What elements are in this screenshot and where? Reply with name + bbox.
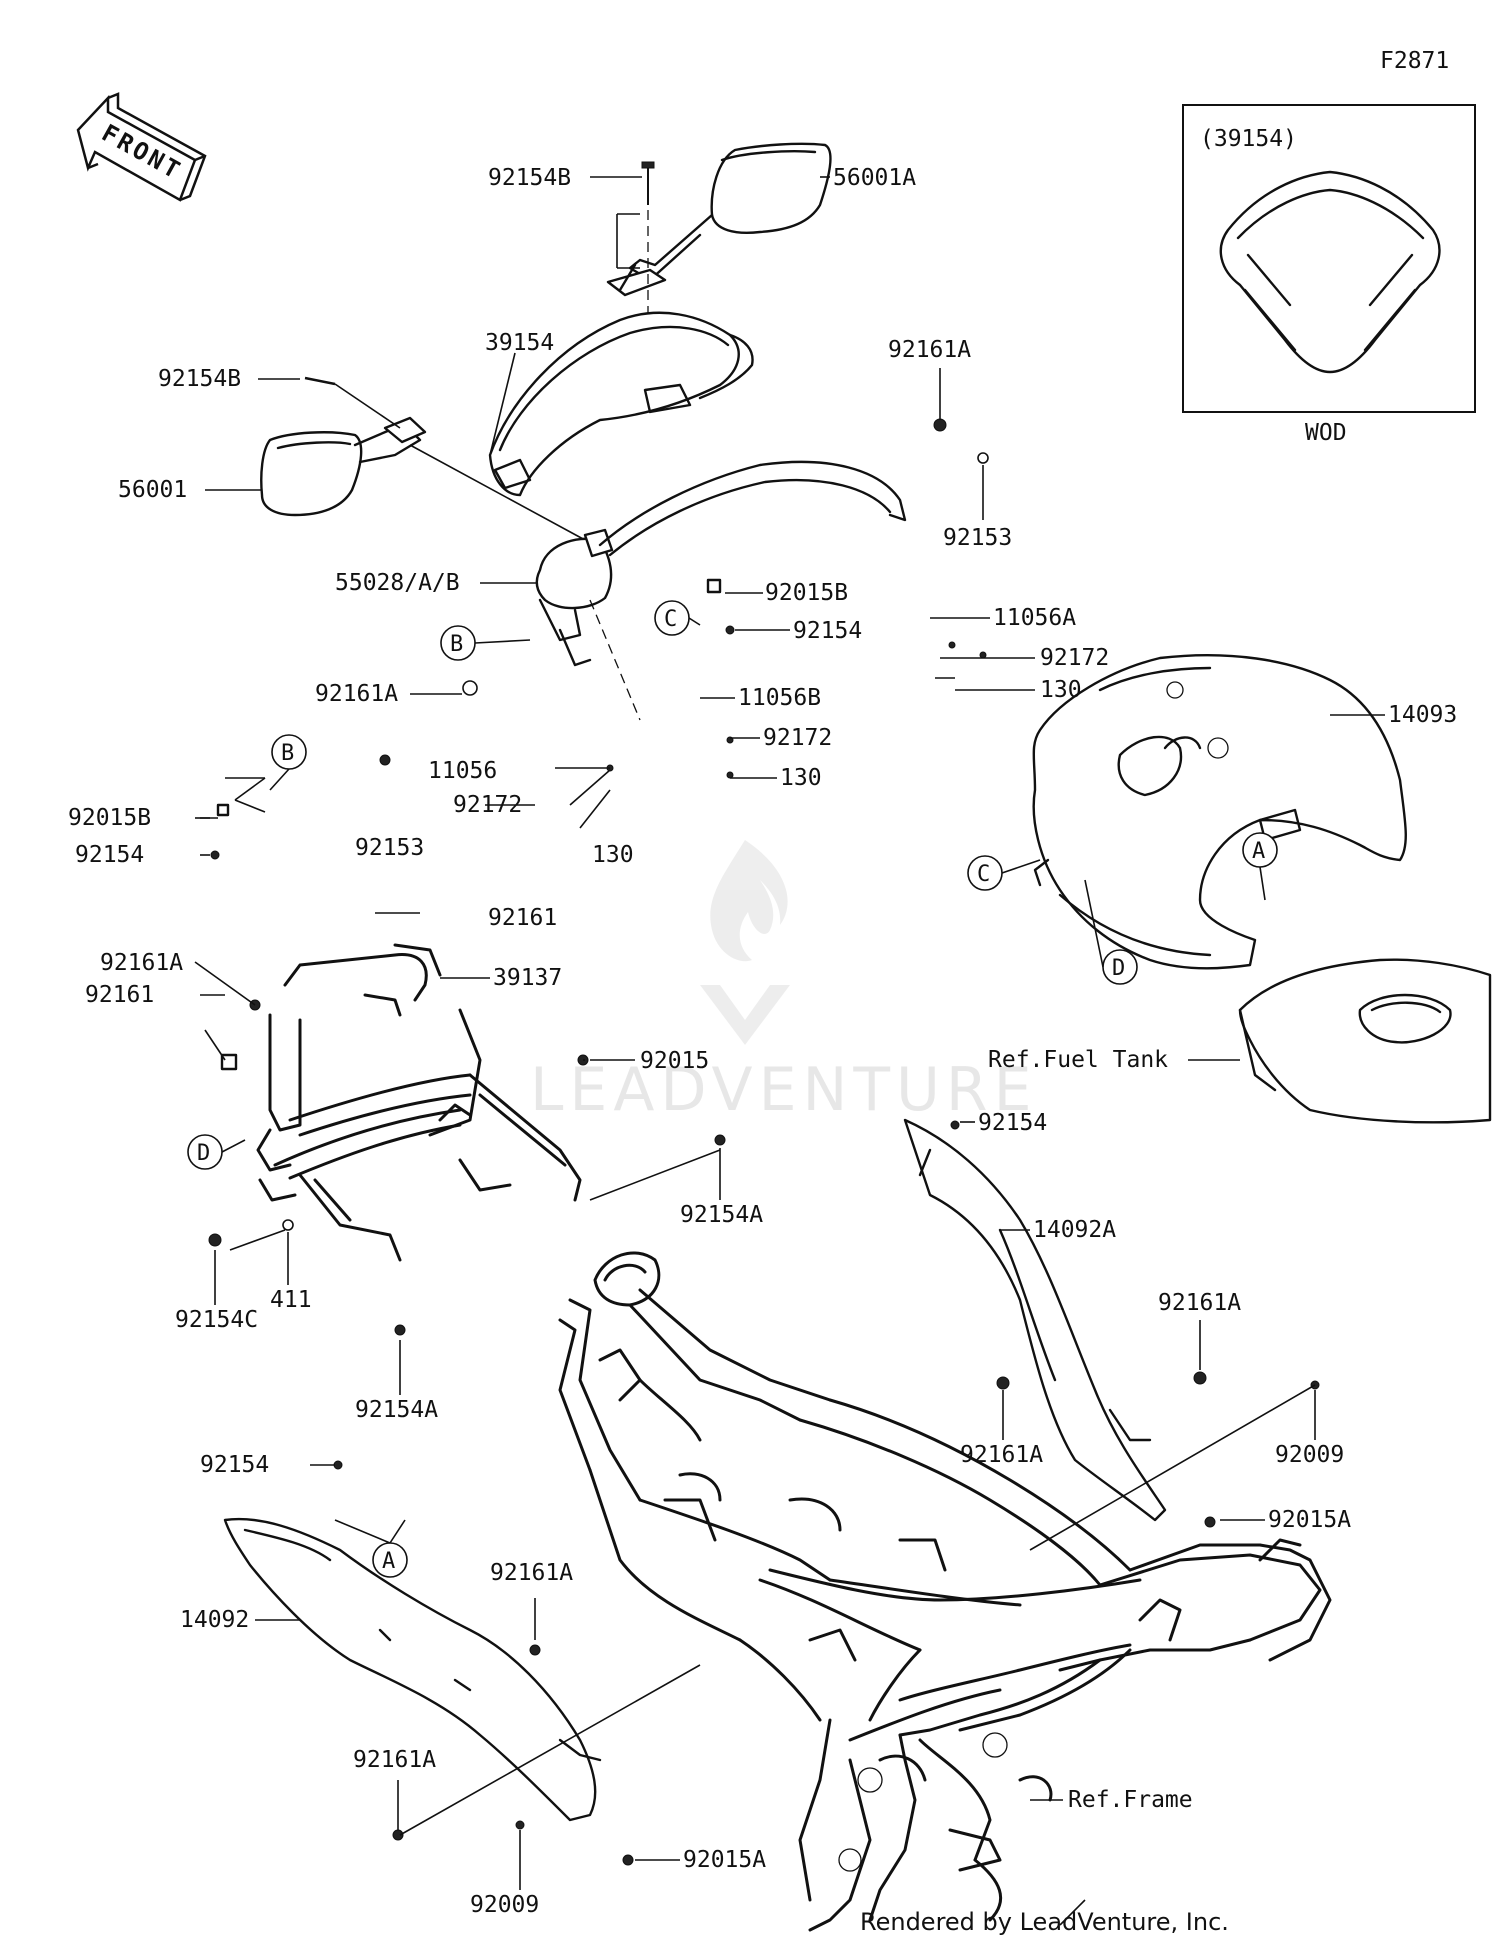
callout-d-2: D — [187, 1134, 223, 1170]
label-39137: 39137 — [493, 965, 562, 991]
svg-text:C: C — [664, 607, 677, 632]
callout-b-2: B — [271, 734, 307, 770]
svg-text:B: B — [281, 741, 294, 766]
label-92172-a: 92172 — [1040, 645, 1109, 671]
svg-text:B: B — [450, 632, 463, 657]
main-frame — [558, 1251, 1332, 1932]
diagram-id: F2871 — [1380, 48, 1449, 74]
fuel-tank-ref — [1238, 958, 1492, 1124]
label-92172-c: 92172 — [453, 792, 522, 818]
label-11056B: 11056B — [738, 685, 821, 711]
label-92009-right: 92009 — [1275, 1442, 1344, 1468]
panel-14092A — [903, 1118, 1167, 1522]
mirror-56001A — [606, 142, 832, 297]
bolt-92154B-top — [641, 161, 655, 205]
callout-c-2: C — [967, 855, 1003, 891]
label-92154A-right: 92154A — [680, 1202, 763, 1228]
label-92161A-top: 92161A — [888, 337, 971, 363]
label-92154A-left: 92154A — [355, 1397, 438, 1423]
label-11056: 11056 — [428, 758, 497, 784]
svg-text:A: A — [1252, 839, 1265, 864]
label-92154-right: 92154 — [978, 1110, 1047, 1136]
bolt-92154B-left — [304, 376, 401, 429]
inset-wod: (39154) WOD — [1182, 104, 1476, 446]
label-130-a: 130 — [1040, 677, 1082, 703]
label-92154-left: 92154 — [200, 1452, 269, 1478]
inset-part-ref: (39154) — [1200, 126, 1297, 152]
label-92015A-left: 92015A — [683, 1847, 766, 1873]
label-92172-b: 92172 — [763, 725, 832, 751]
callout-c-1: C — [654, 600, 690, 636]
label-11056A: 11056A — [993, 605, 1076, 631]
watermark-text: LEADVENTURE — [530, 1055, 1038, 1125]
inset-caption: WOD — [1305, 420, 1347, 446]
label-92015B-b: 92015B — [68, 805, 151, 831]
label-14092: 14092 — [180, 1607, 249, 1633]
label-56001A: 56001A — [833, 165, 916, 191]
label-92015A-right: 92015A — [1268, 1507, 1351, 1533]
hardware — [208, 418, 1320, 1866]
front-arrow-icon: FRONT — [76, 92, 207, 202]
watermark: LEADVENTURE — [530, 840, 1038, 1125]
credit-text: Rendered by LeadVenture, Inc. — [860, 1908, 1229, 1936]
ref-frame-label: Ref.Frame — [1068, 1787, 1193, 1813]
label-92154C: 92154C — [175, 1307, 258, 1333]
label-92153-right: 92153 — [943, 525, 1012, 551]
label-130-b: 130 — [780, 765, 822, 791]
svg-text:A: A — [382, 1549, 395, 1574]
label-92161A-l2: 92161A — [353, 1747, 436, 1773]
label-92153-left: 92153 — [355, 835, 424, 861]
label-92161-left: 92161 — [85, 982, 154, 1008]
label-92161A-bracket: 92161A — [100, 950, 183, 976]
label-92154B-top: 92154B — [488, 165, 571, 191]
label-92161A-l1: 92161A — [490, 1560, 573, 1586]
callout-connectors — [221, 617, 1266, 1544]
label-39154: 39154 — [485, 330, 554, 356]
label-92015B: 92015B — [765, 580, 848, 606]
label-92154: 92154 — [793, 618, 862, 644]
callout-a-2: A — [372, 1542, 408, 1578]
label-56001: 56001 — [118, 477, 187, 503]
mirror-56001 — [260, 416, 427, 517]
callout-a-1: A — [1242, 832, 1278, 868]
label-92154B-left: 92154B — [158, 366, 241, 392]
label-55028: 55028/A/B — [335, 570, 460, 596]
label-130-c: 130 — [592, 842, 634, 868]
bracket-39137 — [256, 943, 582, 1262]
svg-text:C: C — [977, 862, 990, 887]
label-92161-top: 92161 — [488, 905, 557, 931]
label-14092A: 14092A — [1033, 1217, 1116, 1243]
label-92161A-r1: 92161A — [1158, 1290, 1241, 1316]
label-92009-left: 92009 — [470, 1892, 539, 1918]
panel-14092 — [223, 1517, 602, 1822]
stay-55028 — [535, 460, 907, 667]
leader-lines — [194, 176, 1385, 1926]
label-92015: 92015 — [640, 1048, 709, 1074]
label-92161A-r2: 92161A — [960, 1442, 1043, 1468]
ref-fuel-tank-label: Ref.Fuel Tank — [988, 1047, 1168, 1073]
label-92161A-mid: 92161A — [315, 681, 398, 707]
callout-b-1: B — [440, 625, 476, 661]
svg-text:D: D — [197, 1141, 210, 1166]
callout-d-1: D — [1102, 949, 1138, 985]
part-labels: 92154B 56001A 39154 92154B 56001 92161A … — [68, 165, 1457, 1918]
panel-14093 — [1032, 654, 1407, 970]
label-411: 411 — [270, 1287, 312, 1313]
svg-text:D: D — [1112, 956, 1125, 981]
cowl-39154 — [488, 311, 754, 497]
label-14093: 14093 — [1388, 702, 1457, 728]
callouts: B C B C A D D A — [187, 600, 1278, 1578]
label-92154-b: 92154 — [75, 842, 144, 868]
